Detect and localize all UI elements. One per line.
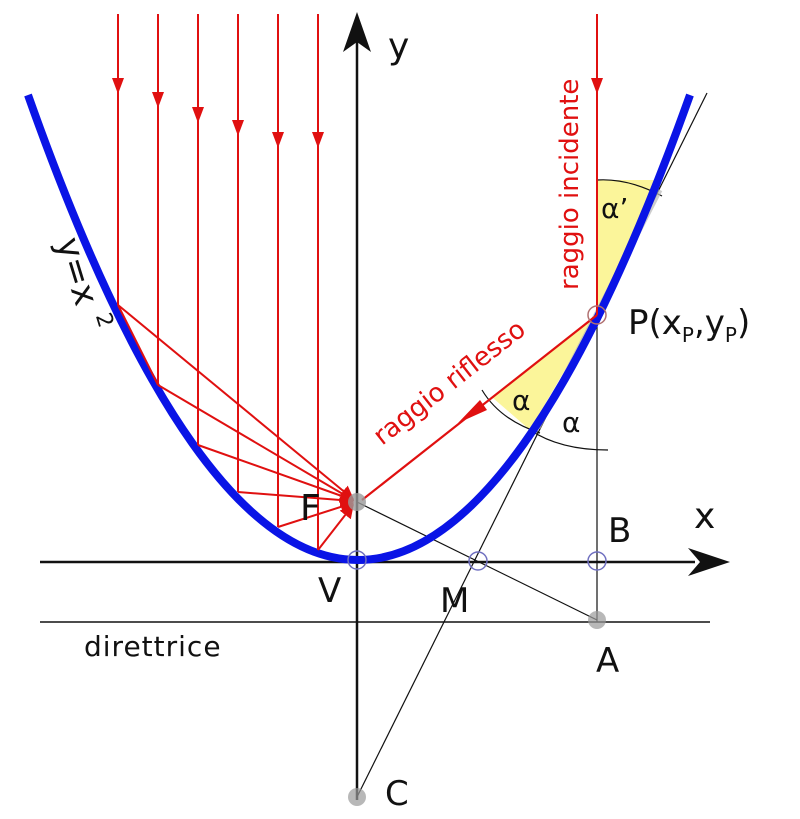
a-marker — [588, 611, 606, 629]
reflected-rays — [117, 304, 355, 551]
point-p-mid: ,y — [694, 303, 725, 343]
reflected-ray-4 — [237, 491, 355, 507]
arrowhead-4 — [232, 120, 244, 136]
point-p-sub1: P — [682, 323, 694, 347]
x-axis-label: x — [694, 496, 715, 537]
svg-text:P(xP,yP): P(xP,yP) — [628, 303, 750, 347]
focus-to-a-line — [356, 501, 598, 621]
point-p-label: P(xP,yP) — [628, 303, 750, 347]
alpha-reflected-region — [493, 315, 597, 430]
point-a-label: A — [596, 641, 619, 681]
point-markers — [347, 305, 607, 806]
reflected-ray-2 — [157, 384, 355, 501]
b-marker — [587, 551, 607, 571]
arrowhead-2 — [152, 92, 164, 108]
vertex-marker — [347, 550, 367, 570]
arrowhead-3 — [192, 107, 204, 123]
x-axis-arrow — [688, 548, 730, 576]
alpha-prime-label: α’ — [601, 192, 628, 225]
reflected-ray-1 — [117, 304, 355, 500]
reflected-connector-1 — [117, 304, 159, 386]
main-reflected-arrow — [458, 400, 487, 423]
point-b-label: B — [608, 511, 631, 551]
y-axis-arrow — [343, 12, 371, 52]
point-c-label: C — [385, 774, 409, 814]
point-p-sub2: P — [725, 323, 737, 347]
alpha-tangent-arc — [529, 429, 609, 451]
incident-rays — [117, 14, 598, 550]
focus-marker — [348, 493, 366, 511]
arrowhead-1 — [112, 78, 124, 94]
c-marker — [348, 788, 366, 806]
curve-equation-main: y=x — [48, 233, 106, 310]
directrix-label: direttrice — [84, 630, 222, 663]
y-axis-label: y — [388, 26, 409, 67]
reflected-ray-6 — [317, 503, 354, 551]
parabola-curve — [24, 93, 694, 564]
point-m-label: M — [440, 581, 469, 621]
incident-arrowheads — [112, 78, 603, 148]
point-f-label: F — [300, 488, 321, 529]
arrowhead-p — [591, 78, 603, 94]
m-marker — [468, 551, 488, 571]
alpha-tangent-label: α — [562, 406, 580, 439]
reflected-rays-grid — [117, 304, 159, 386]
alpha-reflected-label: α — [512, 384, 530, 417]
reflected-ray-3 — [197, 444, 355, 503]
curve-equation-exponent: 2 — [90, 310, 118, 331]
point-p-main: P(x — [628, 303, 682, 343]
p-marker — [587, 305, 607, 325]
incident-ray-label: raggio incidente — [555, 79, 585, 290]
arrowhead-5 — [272, 132, 284, 148]
point-v-label: V — [318, 571, 341, 611]
point-p-close: ) — [737, 303, 750, 343]
arrowhead-6 — [312, 132, 324, 148]
